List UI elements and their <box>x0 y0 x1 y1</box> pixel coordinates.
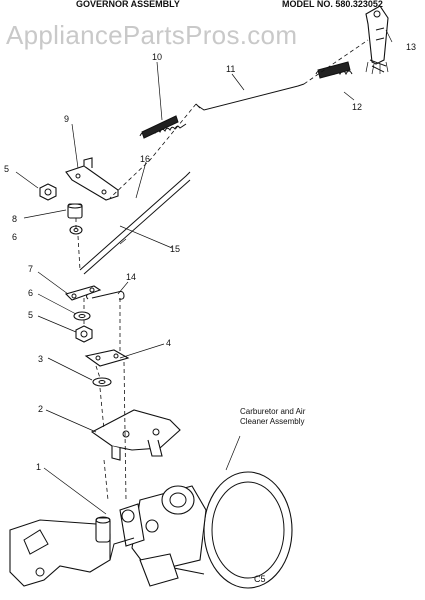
label-14: 14 <box>126 272 136 282</box>
leader-lines <box>15 29 393 515</box>
part-13-spring <box>315 61 353 79</box>
label-4: 4 <box>166 338 171 348</box>
part-7-lever <box>64 285 102 301</box>
part-8-bushing <box>67 203 83 219</box>
label-5-top: 5 <box>4 164 9 174</box>
part-2-governor-bracket <box>90 409 181 461</box>
part-3-washer <box>92 377 112 387</box>
label-10: 10 <box>152 52 162 62</box>
assembly-guide-lines <box>75 39 369 501</box>
label-9: 9 <box>64 114 69 124</box>
label-6-mid: 6 <box>28 288 33 298</box>
part-10-governor-spring <box>139 115 187 139</box>
part-5-nut-mid <box>75 325 93 343</box>
part-13-lever-bracket <box>365 5 389 75</box>
label-12: 12 <box>352 102 362 112</box>
label-6-top: 6 <box>12 232 17 242</box>
part-4-plate <box>84 349 130 367</box>
watermark-text: AppliancePartsPros.com <box>6 20 297 50</box>
diagram-title: GOVERNOR ASSEMBLY <box>76 0 180 9</box>
figure-code: C5 <box>254 574 266 584</box>
part-labels: 10 11 12 13 9 5 8 6 16 15 7 14 6 5 4 3 2… <box>4 42 416 472</box>
label-8: 8 <box>12 214 17 224</box>
label-7: 7 <box>28 264 33 274</box>
label-16: 16 <box>140 154 150 164</box>
label-2: 2 <box>38 404 43 414</box>
part-16-governor-rod <box>79 171 191 275</box>
carb-note-line2: Cleaner Assembly <box>240 417 304 426</box>
carb-note-line1: Carburetor and Air <box>240 407 306 416</box>
label-5-mid: 5 <box>28 310 33 320</box>
label-1: 1 <box>36 462 41 472</box>
label-11: 11 <box>226 64 235 74</box>
part-11-link-rod <box>195 83 305 111</box>
part-6-washer-mid <box>73 311 91 321</box>
part-9-bracket <box>65 157 119 201</box>
label-3: 3 <box>38 354 43 364</box>
label-13: 13 <box>406 42 416 52</box>
model-number: MODEL NO. 580.323052 <box>282 0 383 9</box>
part-5-nut-top <box>39 183 57 201</box>
part-6-washer-top <box>69 225 83 235</box>
carburetor-air-cleaner-assembly <box>9 471 293 589</box>
label-15: 15 <box>170 244 180 254</box>
